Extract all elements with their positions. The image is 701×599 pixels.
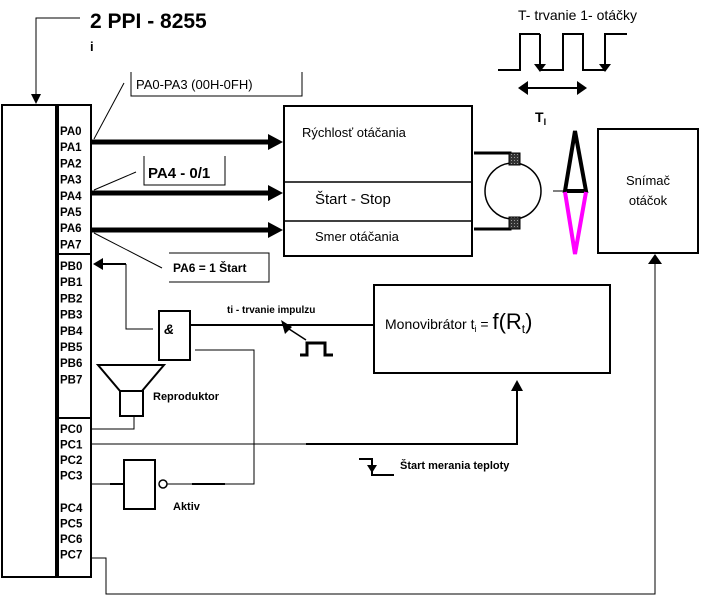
pin-pb1: PB1: [60, 277, 83, 289]
pin-pb0: PB0: [60, 261, 82, 273]
speed-sensor-box: [597, 128, 699, 254]
period-arrow-right-icon: [577, 81, 587, 95]
bus-arrow-icon: [268, 222, 283, 238]
inverter-bubble-icon: [158, 479, 168, 489]
pin-pb6: PB6: [60, 358, 82, 370]
callout-leader: [93, 171, 137, 191]
pc1-to-monovibrator-line: [306, 390, 518, 445]
monovibrator-box: [373, 284, 611, 374]
pin-pb2: PB2: [60, 293, 82, 305]
sensor-label-1: Snímač: [626, 173, 671, 188]
pulse-duration-label: ti - trvanie impulzu: [227, 305, 315, 316]
and-input-2-line: [195, 349, 255, 440]
inverter-gate: [123, 459, 156, 510]
pulse-pointer-arrow-icon: [281, 320, 292, 334]
callout-pa0-pa3: PA0-PA3 (00H-0FH): [136, 77, 253, 92]
inverter-output-line: [167, 440, 255, 485]
pc0-speaker-line: [92, 416, 135, 430]
pin-pa4: PA4: [60, 191, 82, 203]
bus-arrow-icon: [268, 134, 283, 150]
motor-control-block: [283, 105, 473, 257]
sensor-input-arrow-icon: [648, 254, 662, 264]
pin-pc4: PC4: [60, 503, 83, 515]
callout-pa6-box: [169, 252, 270, 283]
pin-pa7: PA7: [60, 239, 82, 251]
temp-start-label: Štart merania teploty: [400, 459, 510, 472]
callout-pa6: PA6 = 1 Štart: [173, 260, 246, 275]
sensor-label-2: otáčok: [629, 193, 668, 208]
title-arrow-icon: [31, 94, 41, 104]
callout-pa4: PA4 - 0/1: [148, 165, 210, 182]
ppi-chip: [1, 104, 92, 578]
rotor-blade-icon: [553, 130, 589, 255]
and-input-line: [125, 264, 153, 330]
timing-label: T- trvanie 1- otáčky: [518, 7, 637, 23]
pin-pb3: PB3: [60, 310, 82, 322]
speed-label: Rýchlosť otáčania: [302, 125, 407, 140]
callout-leader: [93, 232, 163, 269]
speaker-label: Reproduktor: [153, 391, 220, 403]
title: 2 PPI - 8255: [90, 10, 207, 33]
pin-pb4: PB4: [60, 326, 83, 338]
monovibrator-label: Monovibrátor ti = f(Rt): [385, 309, 532, 336]
pin-pc3: PC3: [60, 471, 82, 483]
timing-waveform: [498, 33, 540, 71]
pin-pa0: PA0: [60, 126, 82, 138]
speaker-icon: [95, 364, 167, 417]
timing-waveform: [539, 33, 627, 71]
pin-pc0: PC0: [60, 424, 82, 436]
pin-pa6: PA6: [60, 223, 82, 235]
falling-edge-arrow-icon: [534, 64, 546, 72]
pin-pc1: PC1: [60, 440, 83, 452]
pin-pc5: PC5: [60, 519, 83, 531]
title-leader-line: [35, 17, 80, 100]
pin-pa2: PA2: [60, 158, 82, 170]
temp-start-edge-icon: [359, 458, 394, 476]
pin-pa5: PA5: [60, 207, 82, 219]
period-label: TI: [535, 109, 546, 127]
motor-icon: [474, 151, 542, 231]
callout-pa0-pa3-box: [130, 72, 303, 97]
title-sub: i: [90, 39, 94, 54]
start-stop-label: Štart - Stop: [315, 191, 391, 208]
pin-pb7: PB7: [60, 374, 82, 386]
pc7-feedback-line: [92, 263, 656, 595]
pin-pc6: PC6: [60, 534, 82, 546]
callout-pa4-box: [143, 156, 226, 186]
falling-edge-arrow-icon: [599, 64, 611, 72]
temp-start-arrow-icon: [367, 465, 377, 473]
bus-arrow-icon: [268, 185, 283, 201]
pin-pc7: PC7: [60, 550, 82, 562]
direction-label: Smer otáčania: [315, 229, 400, 244]
pin-pa1: PA1: [60, 142, 82, 154]
callout-leader: [93, 82, 125, 140]
pulse-icon: [300, 341, 333, 357]
pin-pc2: PC2: [60, 455, 82, 467]
monovibrator-input-arrow-icon: [511, 380, 523, 391]
pin-pa3: PA3: [60, 175, 82, 187]
pin-pb5: PB5: [60, 342, 83, 354]
and-gate: [158, 310, 191, 361]
pb0-arrow-icon: [93, 258, 103, 270]
inverter-label: Aktiv: [173, 501, 201, 513]
and-gate-symbol: &: [164, 321, 174, 337]
period-arrow-left-icon: [518, 81, 528, 95]
